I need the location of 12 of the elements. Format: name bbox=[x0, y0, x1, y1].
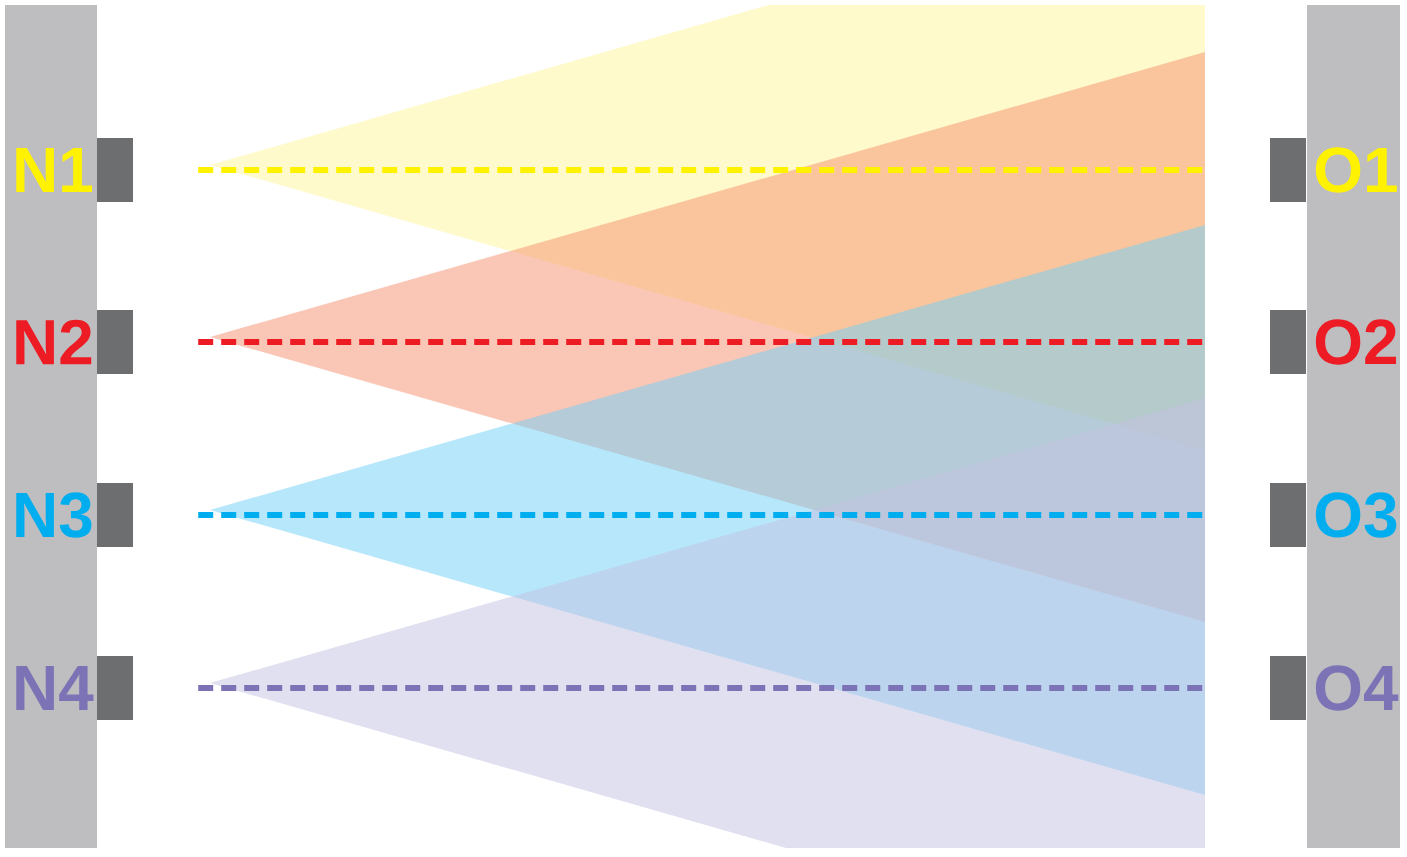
port-label: O3 bbox=[1315, 492, 1397, 538]
port-label: N4 bbox=[16, 666, 94, 711]
port-label: O2 bbox=[1315, 319, 1397, 365]
dashed-line bbox=[198, 339, 1205, 345]
port-label: O1 bbox=[1315, 147, 1397, 193]
port-label: O4 bbox=[1315, 665, 1399, 711]
port-label: N2 bbox=[16, 319, 92, 365]
dashed-line bbox=[198, 167, 1205, 173]
dashed-line bbox=[198, 512, 1205, 518]
dashed-line bbox=[198, 685, 1205, 691]
port-label: N3 bbox=[16, 492, 92, 538]
port-label: N1 bbox=[16, 148, 92, 192]
